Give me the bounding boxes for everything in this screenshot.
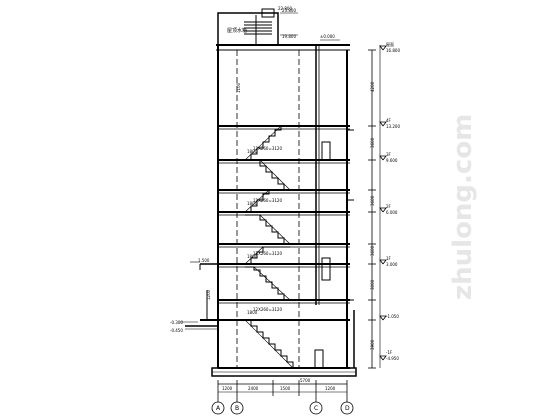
axis-label-a: A <box>216 405 221 412</box>
level-name-4: 1F <box>386 256 391 261</box>
top-level-label: 22.800 <box>278 6 292 11</box>
level-name-0: 屋面 <box>386 42 394 47</box>
svg-text:3600: 3600 <box>370 195 375 206</box>
axis-label-d: D <box>345 405 350 412</box>
svg-text:1800: 1800 <box>247 254 258 259</box>
svg-text:3600: 3600 <box>370 245 375 256</box>
roof-room-label: 屋顶水箱 <box>227 28 248 34</box>
left-outer-level: -0.450 <box>170 328 183 333</box>
stair-flights <box>244 125 310 369</box>
svg-text:23.800: 23.800 <box>282 8 296 13</box>
level-name-6: -1F <box>386 350 393 355</box>
watermark: zhulong.com <box>448 113 478 300</box>
svg-text:±0.000: ±0.000 <box>320 34 335 39</box>
door-lower <box>321 257 331 281</box>
axis-bubbles <box>211 396 354 415</box>
svg-text:1800: 1800 <box>247 149 258 154</box>
axis-label-b: B <box>235 405 240 412</box>
level-value-2: 9.600 <box>386 158 398 163</box>
svg-text:3600: 3600 <box>370 137 375 148</box>
svg-text:12X260=3120: 12X260=3120 <box>253 198 282 203</box>
door-upper <box>321 141 331 161</box>
level-name-1: 4F <box>386 118 391 123</box>
svg-text:1800: 1800 <box>247 310 258 315</box>
level-value-1: 13.200 <box>386 124 400 129</box>
svg-text:12X260=3120: 12X260=3120 <box>253 146 282 151</box>
svg-text:1800: 1800 <box>247 201 258 206</box>
left-ground-level: -0.300 <box>170 320 183 325</box>
level-value-6: -4.950 <box>386 356 399 361</box>
svg-text:4200: 4200 <box>370 81 375 92</box>
level-value-4: 3.000 <box>386 262 398 267</box>
level-value-5: -1.050 <box>386 314 399 319</box>
left-side-level: 1.500 <box>198 258 210 263</box>
svg-text:12X260=3120: 12X260=3120 <box>253 251 282 256</box>
bottom-dim-0: 1200 <box>222 386 233 391</box>
door-basement <box>314 349 324 369</box>
level-name-3: 2F <box>386 204 391 209</box>
level-value-3: 6.000 <box>386 210 398 215</box>
svg-text:1200: 1200 <box>206 289 211 300</box>
bottom-dim-2: 1500 <box>280 386 291 391</box>
level-value-0: 16.800 <box>386 48 400 53</box>
roof-vent <box>261 8 275 18</box>
svg-text:3900: 3900 <box>370 339 375 350</box>
svg-text:19.800: 19.800 <box>282 34 296 39</box>
bottom-dim-1: 2400 <box>248 386 259 391</box>
level-markers-right <box>379 45 387 361</box>
bottom-dim-4: 1200 <box>325 386 336 391</box>
svg-text:1100: 1100 <box>236 82 241 93</box>
bottom-dim-3: 5700 <box>300 378 311 383</box>
axis-label-c: C <box>314 405 319 412</box>
svg-text:12X260=3120: 12X260=3120 <box>253 307 282 312</box>
svg-text:3000: 3000 <box>370 279 375 290</box>
level-name-2: 3F <box>386 152 391 157</box>
